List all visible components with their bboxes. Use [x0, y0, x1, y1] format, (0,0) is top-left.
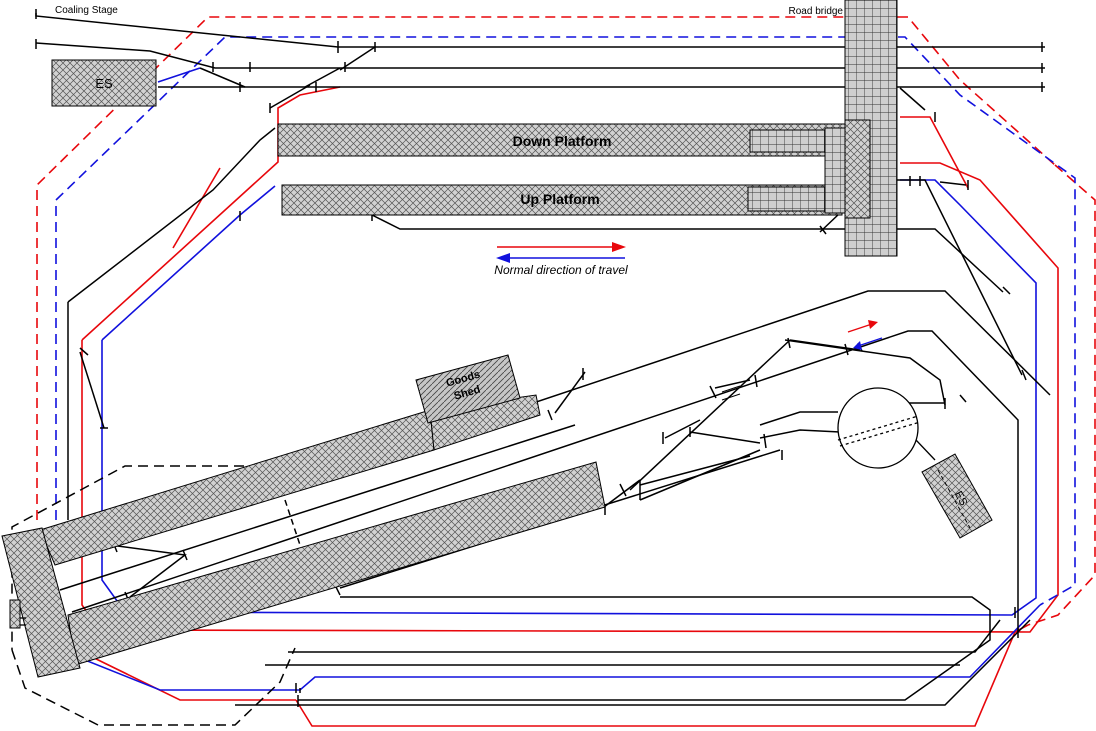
engine-shed-top: ES [51, 59, 157, 107]
direction-label: Normal direction of travel [494, 263, 628, 277]
direction-arrows [496, 242, 883, 350]
goods-shed: Goods Shed [415, 354, 521, 424]
crossover [721, 385, 741, 401]
up-platform: Up Platform [281, 184, 843, 216]
lower-station [1, 394, 606, 678]
engine-shed-bottom: ES [921, 453, 993, 539]
down-platform-label: Down Platform [513, 133, 612, 149]
turntable [837, 387, 936, 469]
up-platform-label: Up Platform [520, 191, 599, 207]
engine-shed-label: ES [95, 76, 113, 91]
down-platform: Down Platform [277, 123, 849, 157]
coaling-stage-label: Coaling Stage [55, 5, 118, 16]
up-line-loop [55, 36, 1076, 691]
road-bridge-label: Road bridge [789, 6, 844, 17]
road-bridge: Road bridge [789, 0, 898, 257]
